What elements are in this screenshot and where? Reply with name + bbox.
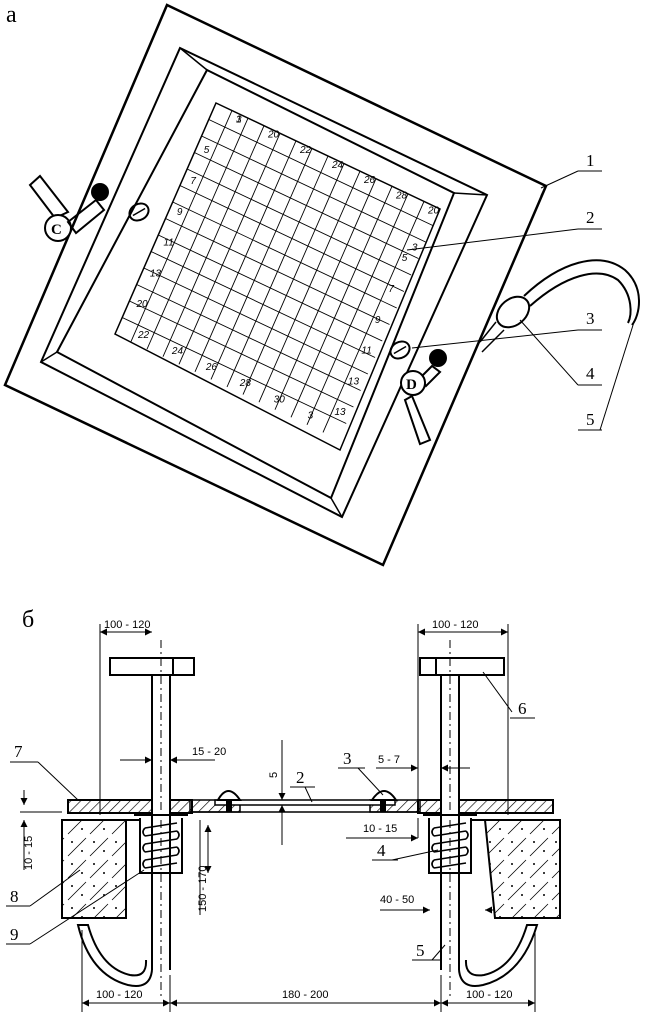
callout-b-7: 7: [14, 742, 23, 761]
callout-b-4: 4: [377, 841, 386, 860]
left-spring: [142, 822, 180, 869]
lifting-handle: [479, 259, 640, 353]
grid-line: [242, 163, 345, 395]
right-cover-plate: [458, 799, 554, 814]
grid-line: [306, 193, 409, 426]
callout-b-9: 9: [10, 925, 19, 944]
callout-a-4: 4: [586, 364, 595, 383]
right-concrete-wall: [483, 819, 561, 919]
grid-number: 20: [427, 205, 440, 216]
grid-number: 5: [402, 253, 408, 264]
right-handle-grip: [419, 657, 505, 676]
screw-right: [389, 340, 411, 360]
frame-middle: [39, 46, 489, 519]
grid-number: 7: [190, 176, 196, 187]
grid-number: 24: [171, 346, 184, 357]
callout-b-5: 5: [416, 941, 425, 960]
dim-left-hook-width: 100 - 120: [96, 989, 142, 1001]
callout-a-3: 3: [586, 309, 595, 328]
grid-number: 3: [236, 115, 242, 126]
dim-glass-offset: 5: [268, 772, 280, 778]
scale-grid: [122, 110, 433, 433]
grid-number: 22: [137, 330, 150, 341]
grid-number: 26: [205, 362, 218, 373]
dim-center-span: 180 - 200: [282, 989, 328, 1001]
right-hook: [458, 924, 539, 987]
callout-b-3: 3: [343, 749, 352, 768]
grid-line: [322, 201, 425, 433]
clamp-c-letter: C: [51, 222, 62, 238]
grid-line: [258, 170, 361, 403]
right-spring-housing: [428, 818, 472, 874]
left-cover-plate: [67, 799, 153, 814]
screw-left: [128, 202, 150, 222]
dim-right-hook-width: 100 - 120: [466, 989, 512, 1001]
grid-line: [150, 251, 376, 358]
grid-number: 22: [299, 145, 312, 156]
callout-b-2: 2: [296, 768, 305, 787]
grid-number: 13: [334, 407, 346, 418]
rods: [151, 675, 460, 970]
callouts-b: 7 2 3 6 8 9 4 5: [6, 671, 535, 961]
frame-outer: [3, 3, 548, 567]
grid-line: [129, 300, 354, 408]
grid-number: 13: [348, 376, 360, 387]
grid-numbers: 1202224262820357911132022242628303579111…: [135, 115, 439, 422]
callout-b-6: 6: [518, 699, 527, 718]
panel-b-label: б: [22, 607, 34, 633]
clamp-d: D: [400, 349, 447, 446]
grid-number: 9: [375, 315, 381, 326]
grid-line: [143, 267, 369, 375]
grid-number: 13: [150, 268, 162, 279]
left-hook: [76, 924, 153, 987]
left-handle-grip: [109, 657, 195, 676]
grid-number: 28: [395, 190, 408, 201]
grid-number: 5: [204, 145, 210, 156]
grid-number: 3: [308, 410, 314, 421]
grid-number: 20: [267, 130, 280, 141]
grid-number: 20: [135, 299, 148, 310]
callouts-a: 1 2 3 4 5: [406, 151, 635, 431]
grid-number: 28: [239, 378, 252, 389]
grid-number: 7: [388, 284, 394, 295]
dim-housing-depth: 150 - 170: [197, 866, 209, 912]
dim-left-plate-height: 10 - 15: [23, 836, 35, 870]
dim-plate-overlap: 10 - 15: [363, 823, 397, 835]
left-spring-housing: [139, 818, 183, 874]
left-concrete-wall: [61, 819, 127, 919]
grid-number: 1: [236, 115, 242, 126]
clamp-c: C: [28, 174, 109, 242]
glass-assembly: [189, 790, 421, 813]
grid-line: [165, 218, 390, 325]
dim-left-top-width: 100 - 120: [104, 619, 150, 631]
dim-right-top-width: 100 - 120: [432, 619, 478, 631]
grid-line: [136, 284, 361, 391]
callout-a-1: 1: [586, 151, 595, 170]
callout-b-8: 8: [10, 887, 19, 906]
grid-number: 11: [163, 238, 173, 249]
grid-line: [274, 178, 377, 410]
grid-number: 3: [412, 243, 418, 254]
callout-a-2: 2: [586, 208, 595, 227]
grid-line: [158, 234, 383, 342]
grid-number: 9: [177, 207, 183, 218]
dim-wall-gap: 40 - 50: [380, 894, 414, 906]
grid-line: [290, 186, 393, 418]
panel-a-label: а: [6, 2, 17, 28]
callout-a-5: 5: [586, 410, 595, 429]
clamp-d-letter: D: [406, 377, 417, 393]
grid-number: 26: [363, 175, 376, 186]
frame-inner: [55, 68, 456, 500]
grid-number: 11: [361, 346, 371, 357]
grid-number: 30: [274, 394, 286, 405]
dim-rod-gap: 15 - 20: [192, 746, 226, 758]
grid-number: 24: [331, 160, 344, 171]
scale-grid-border: [114, 101, 441, 452]
panel-b: б: [6, 607, 561, 1012]
panel-a: а 12022242628203579111320222426283035791…: [3, 2, 640, 567]
dimension-lines: [20, 624, 536, 1012]
grid-line: [122, 317, 347, 424]
dim-screw-gap: 5 - 7: [378, 754, 400, 766]
